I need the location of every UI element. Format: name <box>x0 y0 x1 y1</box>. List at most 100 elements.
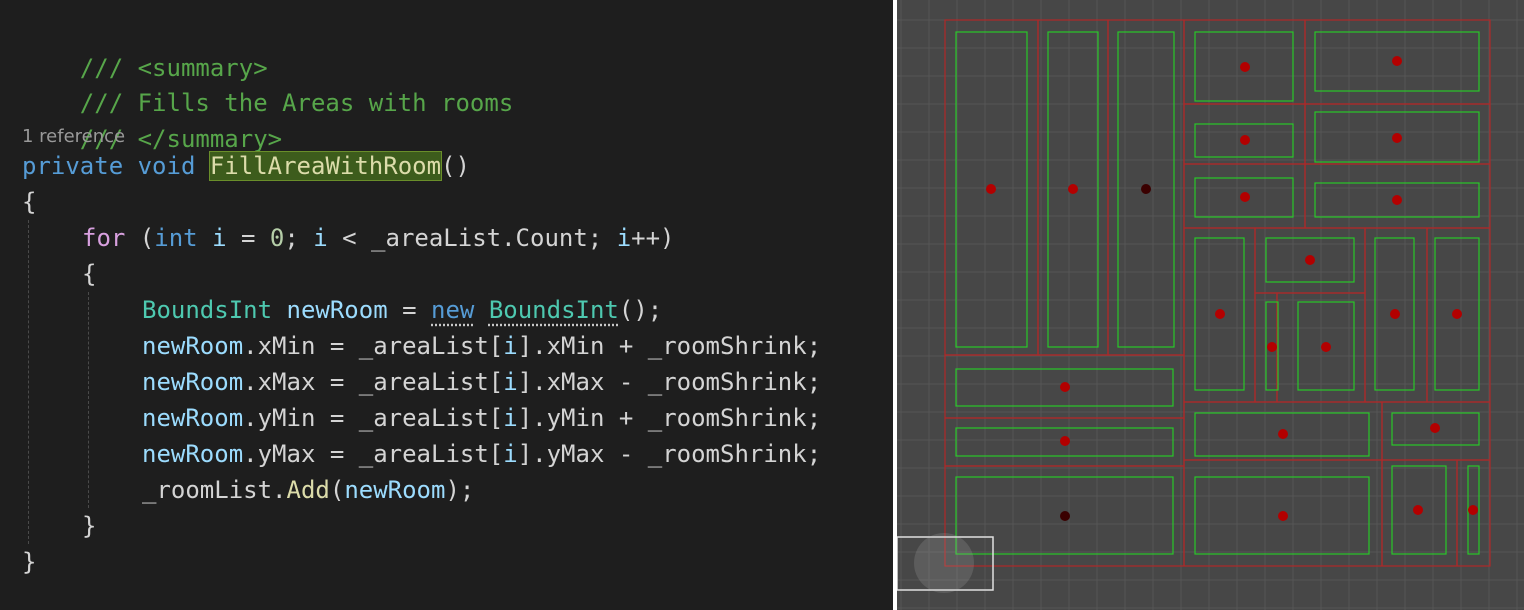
var-i: i <box>212 224 227 252</box>
room-outline <box>1314 31 1480 92</box>
room-outline <box>1194 177 1294 218</box>
room-center-dot <box>1413 505 1423 515</box>
space <box>272 296 286 324</box>
method-signature-line[interactable]: private void FillAreaWithRoom() <box>22 148 470 184</box>
room-layout-canvas[interactable] <box>897 0 1524 610</box>
method-name-highlighted[interactable]: FillAreaWithRoom <box>208 151 443 181</box>
method-brace-open: { <box>22 184 36 220</box>
space <box>123 152 137 180</box>
room-center-dot <box>1267 342 1277 352</box>
doc-comment-summary-close: /// </summary> <box>22 85 282 153</box>
room-outline <box>955 31 1028 348</box>
room-outline <box>1391 465 1447 555</box>
room-center-dot <box>1060 382 1070 392</box>
room-center-dot <box>1060 436 1070 446</box>
area-outline <box>1456 459 1491 567</box>
roomlist-add-line[interactable]: _roomList.Add(newRoom); <box>142 472 474 508</box>
room-center-markers <box>986 56 1478 521</box>
room-center-dot <box>1392 195 1402 205</box>
keyword-private: private <box>22 152 124 180</box>
room-center-dot <box>1240 135 1250 145</box>
var-i: i <box>503 368 518 396</box>
room-center-dot <box>986 184 996 194</box>
var-i: i <box>503 332 518 360</box>
var-i: i <box>313 224 328 252</box>
var-newroom: newRoom <box>142 332 244 360</box>
space <box>198 224 212 252</box>
assignment-field: .xMin = _areaList[ <box>243 332 504 360</box>
roomlist-ref: _roomList. <box>142 476 287 504</box>
punct: ); <box>445 476 475 504</box>
room-outline <box>1374 237 1415 391</box>
room-center-dot <box>1240 62 1250 72</box>
keyword-for: for <box>82 224 126 252</box>
space <box>195 152 209 180</box>
punct: = <box>226 224 270 252</box>
room-outline <box>1434 237 1480 391</box>
punct: ( <box>329 476 345 504</box>
method-brace-close: } <box>22 544 36 580</box>
room-outline <box>955 427 1174 457</box>
comment-text: /// </summary> <box>79 125 283 153</box>
type-boundsint[interactable]: BoundsInt <box>488 296 619 324</box>
code-editor-panel[interactable]: /// <summary> /// Fills the Areas with r… <box>0 0 893 610</box>
for-loop-line[interactable]: for (int i = 0; i < _areaList.Count; i++… <box>82 220 675 256</box>
room-outline <box>1265 237 1355 283</box>
room-outline <box>1265 301 1279 391</box>
room-outline <box>1314 182 1480 218</box>
brace: } <box>82 512 97 540</box>
keyword-void: void <box>137 152 196 180</box>
keyword-new[interactable]: new <box>431 296 475 324</box>
declaration-line[interactable]: BoundsInt newRoom = new BoundsInt(); <box>142 292 662 328</box>
brace: } <box>22 548 37 576</box>
assignment-field: .yMax = _areaList[ <box>243 440 504 468</box>
assignment-rest: ].yMin + _roomShrink; <box>517 404 822 432</box>
comment-text: /// Fills the Areas with rooms <box>79 89 514 117</box>
assignment-line-ymax[interactable]: newRoom.yMax = _areaList[i].yMax - _room… <box>142 436 821 472</box>
room-center-dot <box>1278 429 1288 439</box>
doc-comment-summary-open: /// <summary> <box>22 14 268 82</box>
room-center-dot <box>1305 255 1315 265</box>
space <box>474 296 488 324</box>
indent-guide <box>28 220 29 544</box>
room-center-dot <box>1068 184 1078 194</box>
var-newroom: newRoom <box>142 440 244 468</box>
room-center-dot <box>1392 133 1402 143</box>
area-outline <box>1183 103 1306 165</box>
comment-text: /// <summary> <box>79 54 268 82</box>
number-zero: 0 <box>269 224 285 252</box>
assignment-rest: ].xMax - _roomShrink; <box>517 368 822 396</box>
var-i: i <box>503 404 518 432</box>
codelens-references-link[interactable]: 1 reference <box>22 126 126 147</box>
room-outline <box>1194 412 1370 457</box>
method-parens: () <box>441 152 470 180</box>
loop-brace-open: { <box>82 256 96 292</box>
punct: ; <box>284 224 314 252</box>
room-center-dot <box>1141 184 1151 194</box>
var-i: i <box>616 224 632 252</box>
room-outline <box>1314 111 1480 163</box>
brace: { <box>82 260 97 288</box>
room-center-dot <box>1392 56 1402 66</box>
assignment-line-ymin[interactable]: newRoom.yMin = _areaList[i].yMin + _room… <box>142 400 821 436</box>
doc-comment-text: /// Fills the Areas with rooms <box>22 49 513 117</box>
room-center-dot <box>1215 309 1225 319</box>
assignment-rest: ].yMax - _roomShrink; <box>517 440 822 468</box>
scene-view-gizmo-handle[interactable] <box>897 533 994 593</box>
punct: ( <box>125 224 155 252</box>
room-outline <box>955 368 1174 407</box>
var-i: i <box>503 440 518 468</box>
area-outlines <box>944 19 1491 567</box>
scene-view-panel[interactable] <box>897 0 1524 610</box>
type-boundsint: BoundsInt <box>142 296 273 324</box>
var-newroom: newRoom <box>142 368 244 396</box>
var-newroom: newRoom <box>344 476 446 504</box>
punct: (); <box>618 296 663 324</box>
room-outline <box>1194 123 1294 158</box>
room-center-dot <box>1452 309 1462 319</box>
room-outline <box>955 476 1174 555</box>
assignment-line-xmax[interactable]: newRoom.xMax = _areaList[i].xMax - _room… <box>142 364 821 400</box>
room-outline <box>1194 31 1294 102</box>
assignment-line-xmin[interactable]: newRoom.xMin = _areaList[i].xMin + _room… <box>142 328 821 364</box>
room-outline <box>1391 412 1480 446</box>
